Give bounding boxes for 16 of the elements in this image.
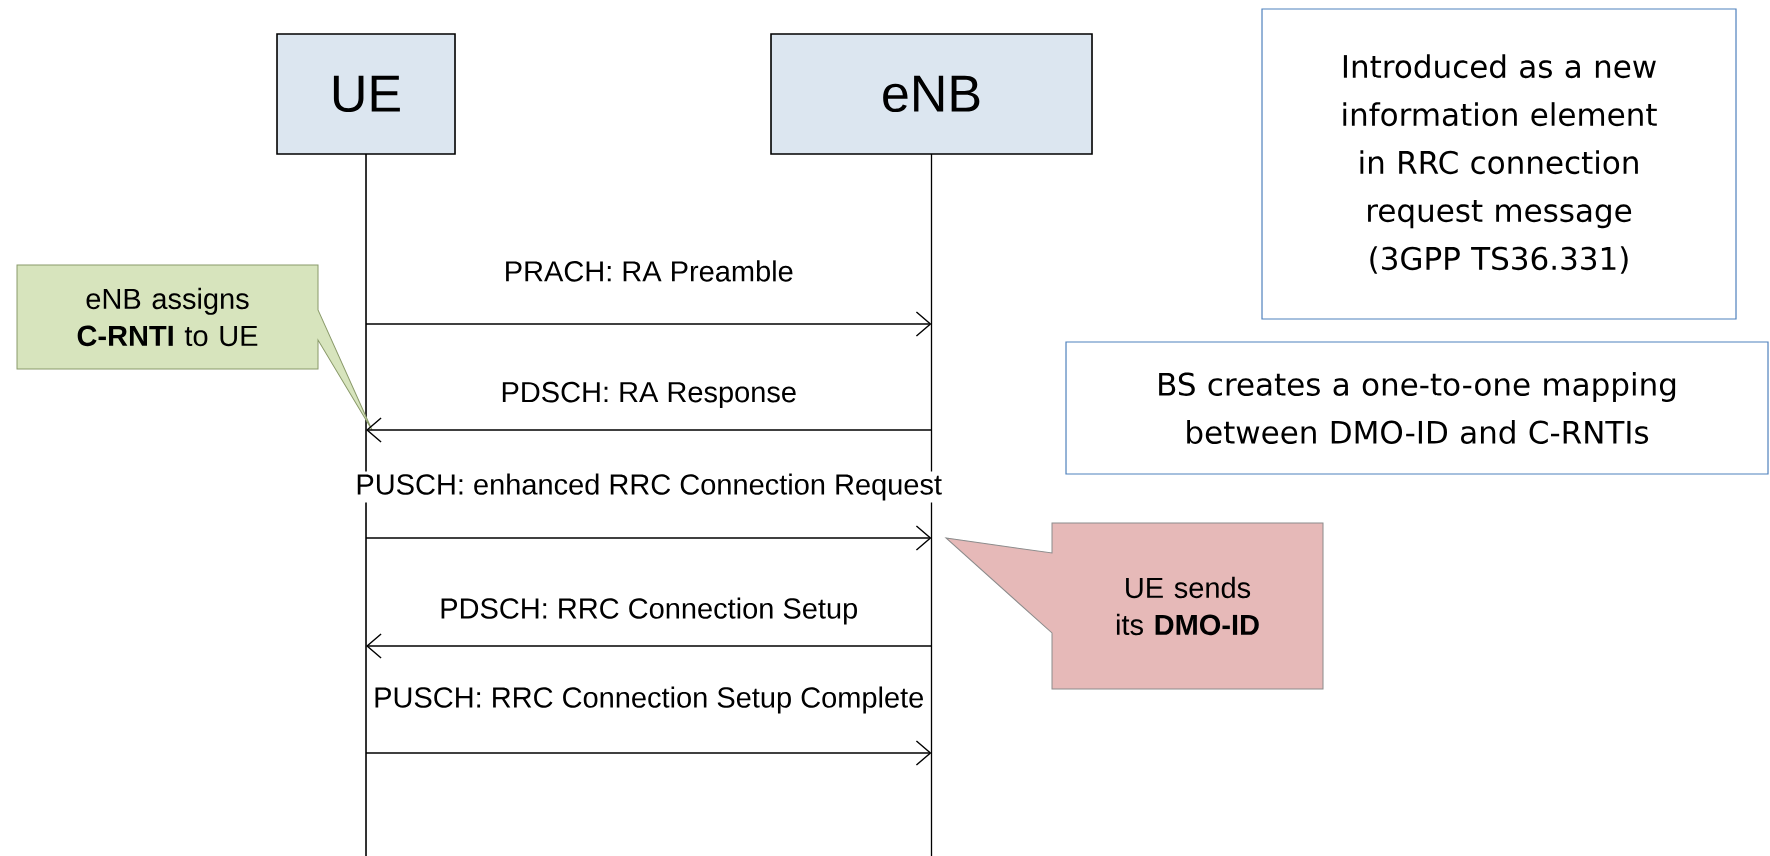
actor-box: UE [276, 33, 456, 155]
edge-label: PRACH: RA Preamble [501, 258, 796, 284]
callout-box: eNB assigns C-RNTI to UE [16, 264, 373, 431]
edge-label: PDSCH: RRC Connection Setup [437, 595, 861, 627]
edge-label: PUSCH: RRC Connection Setup Complete [371, 684, 927, 716]
message-arrow [365, 525, 932, 551]
note-box: BS creates a one-to-one mapping between DMO-ID and C-RNTIs [1065, 341, 1769, 475]
message-arrow [365, 740, 932, 766]
edge-label: PUSCH: enhanced RRC Connection Request [353, 471, 945, 503]
callout-box: UE sends its DMO-ID [945, 522, 1324, 690]
message-arrow [366, 633, 933, 659]
message-arrow [365, 311, 932, 337]
actor-box: eNB [770, 33, 1093, 155]
note-box: Introduced as a new information element in RRC connection request message (3GPP TS36.331) [1261, 8, 1737, 320]
message-arrow [366, 417, 933, 443]
edge-label: PDSCH: RA Response [498, 379, 800, 411]
